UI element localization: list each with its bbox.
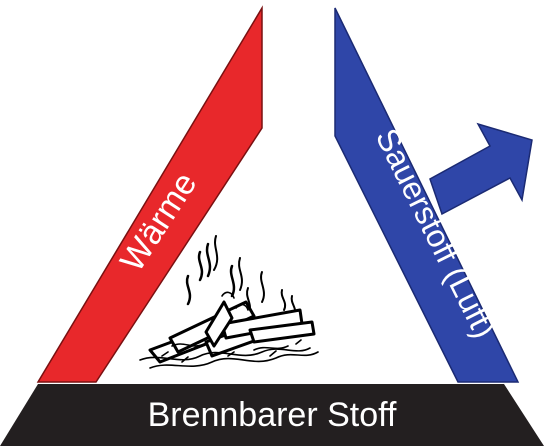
burning-wood-icon	[139, 235, 319, 369]
air-arrow-icon	[429, 122, 533, 216]
fuel-label: Brennbarer Stoff	[148, 396, 397, 434]
fuel-bar	[0, 384, 544, 446]
heat-bar	[36, 5, 263, 383]
oxygen-bar	[334, 7, 520, 383]
